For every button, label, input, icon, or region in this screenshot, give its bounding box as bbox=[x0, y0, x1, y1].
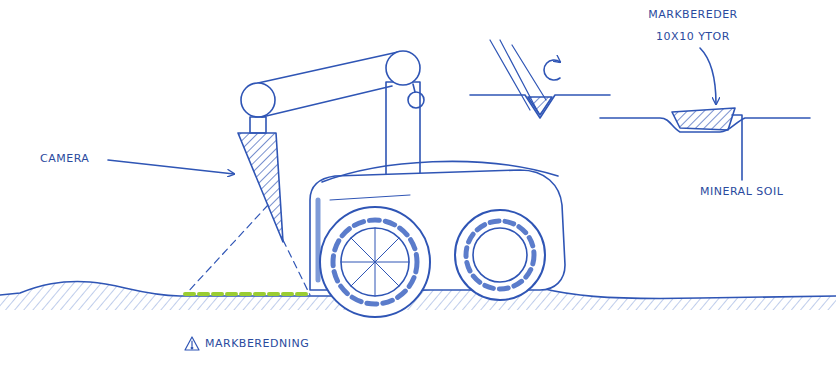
soil-label: MINERAL SOIL bbox=[700, 181, 820, 203]
tool-label: MARKBEREDER 10X10 YTOR bbox=[628, 4, 758, 48]
camera-label: CAMERA bbox=[40, 148, 120, 170]
warning-label: MARKBEREDNING bbox=[205, 333, 365, 355]
